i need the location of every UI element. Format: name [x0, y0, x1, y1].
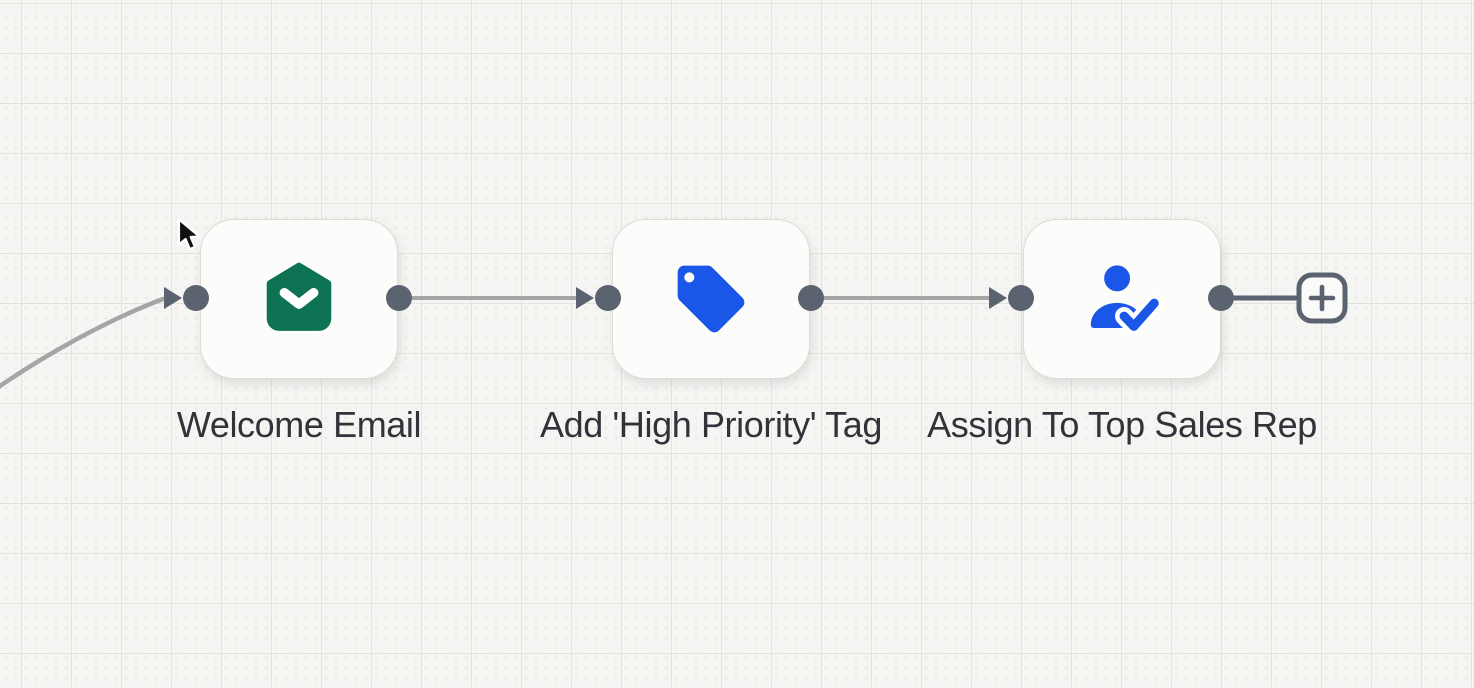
output-port[interactable] [798, 285, 824, 311]
node-label: Assign To Top Sales Rep [927, 404, 1317, 445]
connection-arrow-icon [989, 287, 1007, 309]
workflow-node-assign-rep[interactable] [1023, 219, 1221, 379]
output-port[interactable] [1208, 285, 1234, 311]
node-label: Add 'High Priority' Tag [539, 404, 883, 445]
input-port[interactable] [183, 285, 209, 311]
input-port[interactable] [595, 285, 621, 311]
email-envelope-icon [266, 262, 332, 331]
user-check-icon [1090, 265, 1164, 336]
output-port[interactable] [386, 285, 412, 311]
connection-arrow-icon [164, 287, 182, 309]
workflow-node-welcome-email[interactable] [200, 219, 398, 379]
input-port[interactable] [1008, 285, 1034, 311]
node-label: Welcome Email [176, 404, 422, 445]
incoming-connection-line[interactable] [0, 296, 166, 393]
price-tag-icon [677, 265, 745, 333]
add-node-button[interactable] [1296, 272, 1348, 324]
connection-arrow-icon [576, 287, 594, 309]
